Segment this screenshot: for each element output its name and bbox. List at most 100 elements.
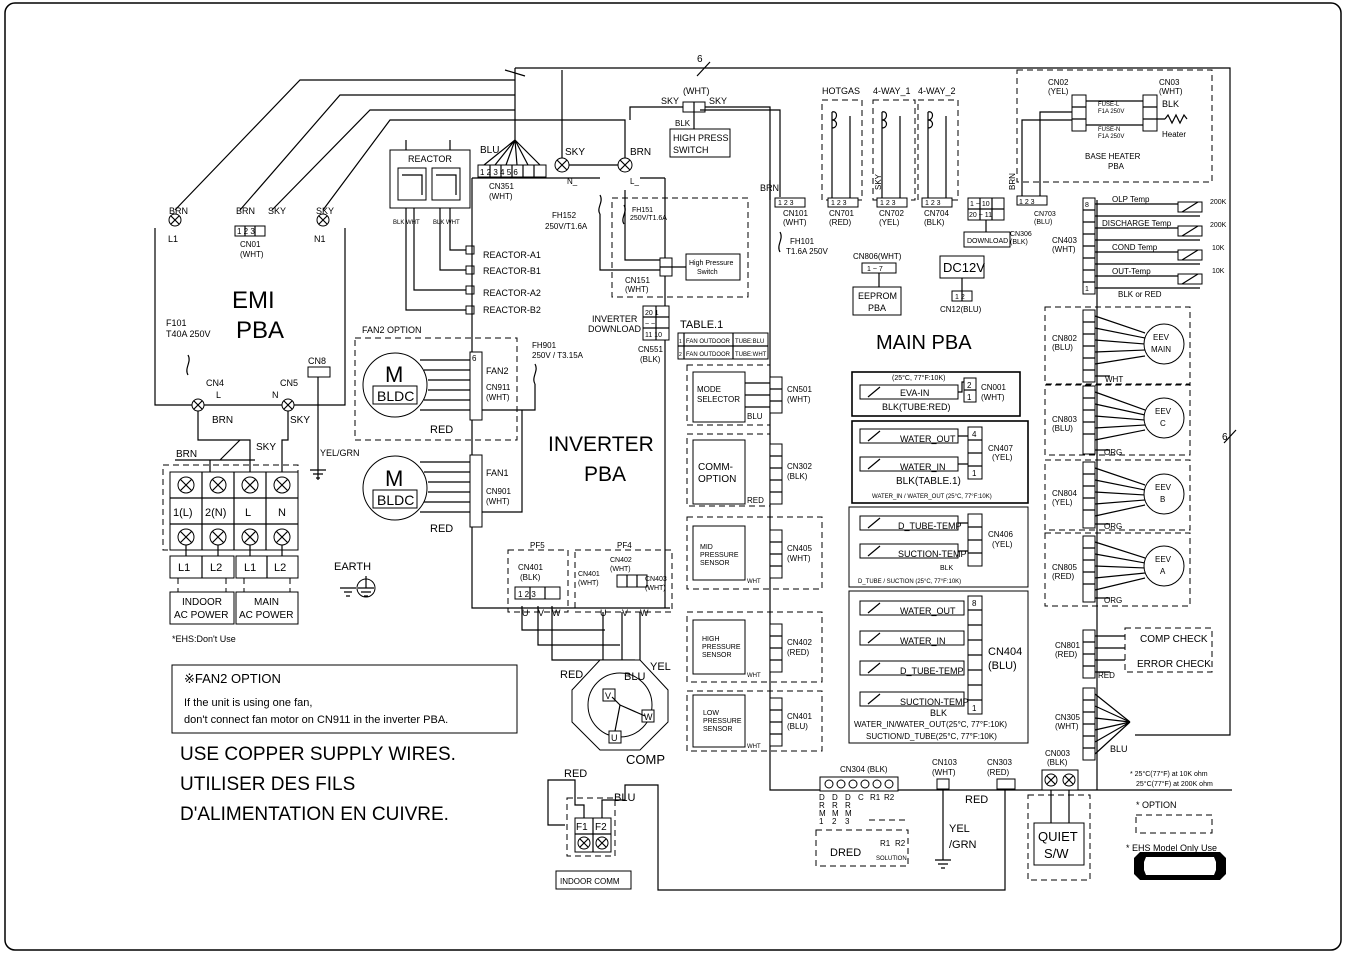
- indoor-power: INDOOR: [182, 597, 222, 608]
- cn401-wht-label: CN401: [578, 571, 600, 578]
- comp-red: RED: [560, 669, 583, 681]
- cn403-wht-label: CN403: [645, 576, 667, 583]
- dred-p2-d: D: [832, 793, 838, 802]
- fh151-label: FH151: [632, 207, 653, 214]
- mid-wht: WHT: [747, 579, 761, 585]
- inverter-download: INVERTER: [592, 314, 638, 324]
- reactor-a1: REACTOR-A1: [483, 250, 541, 260]
- fan2-red: RED: [430, 424, 453, 436]
- cn403-pin1: 1: [1085, 286, 1089, 293]
- cond-temp: COND Temp: [1112, 243, 1158, 252]
- fan2-motor: [362, 351, 536, 421]
- cn805-label: CN805: [1052, 563, 1077, 572]
- ehs-only-note: * EHS Model Only Use: [1126, 843, 1217, 853]
- cn404-pin8: 8: [972, 599, 977, 608]
- mode-blu: BLU: [747, 412, 763, 421]
- fh101-label: FH101: [790, 237, 815, 246]
- valve-4way-1: 4-WAY_1: [873, 86, 911, 96]
- fan2-m: M: [385, 362, 403, 387]
- fan1-bldc: BLDC: [377, 492, 414, 508]
- cn001-label: CN001: [981, 383, 1006, 392]
- dred-p1-r: R: [819, 801, 825, 810]
- cn302-label: CN302: [787, 462, 812, 471]
- eev-main-wht: WHT: [1105, 375, 1123, 384]
- cn404-blk: BLK: [930, 708, 947, 718]
- module-mode-selector: [686, 364, 783, 426]
- low-1: LOW: [703, 710, 719, 717]
- fan2-note-box: [171, 664, 518, 734]
- comm-red-wire: RED: [747, 496, 764, 505]
- cn407-pin1: 1: [972, 469, 977, 478]
- eev-a-label: EEV: [1155, 555, 1172, 564]
- reactor-blk-wht: BLK WHT: [393, 220, 420, 226]
- cn701-pins: 1 2 3: [831, 200, 847, 207]
- emi-wire-sky: SKY: [268, 206, 286, 216]
- cn704-color: (BLK): [924, 218, 945, 227]
- bus-count-right: 6: [1222, 432, 1228, 443]
- hp-blk: BLK: [675, 119, 691, 128]
- cn001-pin2: 2: [967, 381, 972, 390]
- inv-sky: SKY: [565, 147, 585, 158]
- quiet-switch: [1027, 769, 1091, 881]
- valves: [821, 99, 959, 208]
- cn802-color: (BLU): [1052, 343, 1073, 352]
- dred-p3-r: R: [845, 801, 851, 810]
- cn12-label: CN12(BLU): [940, 305, 982, 314]
- mode-sub: SELECTOR: [697, 395, 740, 404]
- eev-a: [1044, 532, 1191, 607]
- cn551-block: [642, 305, 670, 341]
- cn001-eva: [851, 371, 1021, 417]
- bus-count-top: 6: [697, 54, 703, 65]
- fan2-note-line2: don't connect fan motor on CN911 in the …: [184, 714, 448, 726]
- cn406-label: CN406: [988, 530, 1013, 539]
- hp-switch-title-2: SWITCH: [673, 145, 709, 155]
- cn406-color: (YEL): [992, 540, 1013, 549]
- dred-p2-r: R: [832, 801, 838, 810]
- cn101-block: [774, 197, 806, 208]
- cn806-label: CN806(WHT): [853, 252, 902, 261]
- eev-a-org: ORG: [1104, 596, 1122, 605]
- cn151-color: (WHT): [625, 285, 649, 294]
- cn304-c: C: [858, 793, 864, 802]
- cn501-label: CN501: [787, 385, 812, 394]
- cn405-color: (WHT): [787, 554, 811, 563]
- emi-wire-brn-2: BRN: [236, 206, 255, 216]
- cn404-label: CN404: [988, 646, 1022, 658]
- cn401-blk-label: CN401: [518, 563, 543, 572]
- inv-n-sub: N_: [567, 177, 578, 186]
- table1-r2-n: 2: [679, 352, 682, 358]
- emi-n1: N1: [314, 234, 326, 244]
- cn403-main-label: CN403: [1052, 236, 1077, 245]
- cn804-color: (YEL): [1052, 498, 1073, 507]
- inverter-pba: [471, 70, 670, 609]
- comm-title: COMM-: [698, 462, 733, 473]
- pf-w: W: [552, 608, 561, 618]
- cn305: [1082, 687, 1131, 761]
- comm-f1: F1: [576, 822, 588, 833]
- cn406-note: D_TUBE / SUCTION (25°C, 77°F:10K): [858, 579, 961, 585]
- low-2: PRESSURE: [703, 718, 742, 725]
- cn351-blu: BLU: [480, 145, 499, 156]
- cn407-label: CN407: [988, 444, 1013, 453]
- table1-r1-n: 1: [679, 339, 682, 345]
- cn406-tube: [848, 506, 1029, 588]
- comm-sub: OPTION: [698, 474, 736, 485]
- discharge-temp: DISCHARGE Temp: [1102, 219, 1172, 228]
- cn407-color: (YEL): [992, 453, 1013, 462]
- cn03-color: (WHT): [1159, 87, 1183, 96]
- low-3: SENSOR: [703, 726, 733, 733]
- olp-temp: OLP Temp: [1112, 195, 1150, 204]
- cn302-color: (BLK): [787, 472, 808, 481]
- dred-p3-m: M: [845, 809, 852, 818]
- term-bot-l2b: L2: [274, 562, 286, 574]
- eev-a-sub: A: [1160, 567, 1166, 576]
- out-10k: 10K: [1212, 268, 1225, 275]
- mid-3: SENSOR: [700, 560, 730, 567]
- inverter-fuses: [533, 190, 749, 385]
- heater-label: Heater: [1162, 130, 1186, 139]
- comm-blu: BLU: [614, 792, 635, 804]
- base-heater: [1016, 69, 1213, 206]
- high-3: SENSOR: [702, 652, 732, 659]
- module-mid-pressure: [686, 516, 823, 590]
